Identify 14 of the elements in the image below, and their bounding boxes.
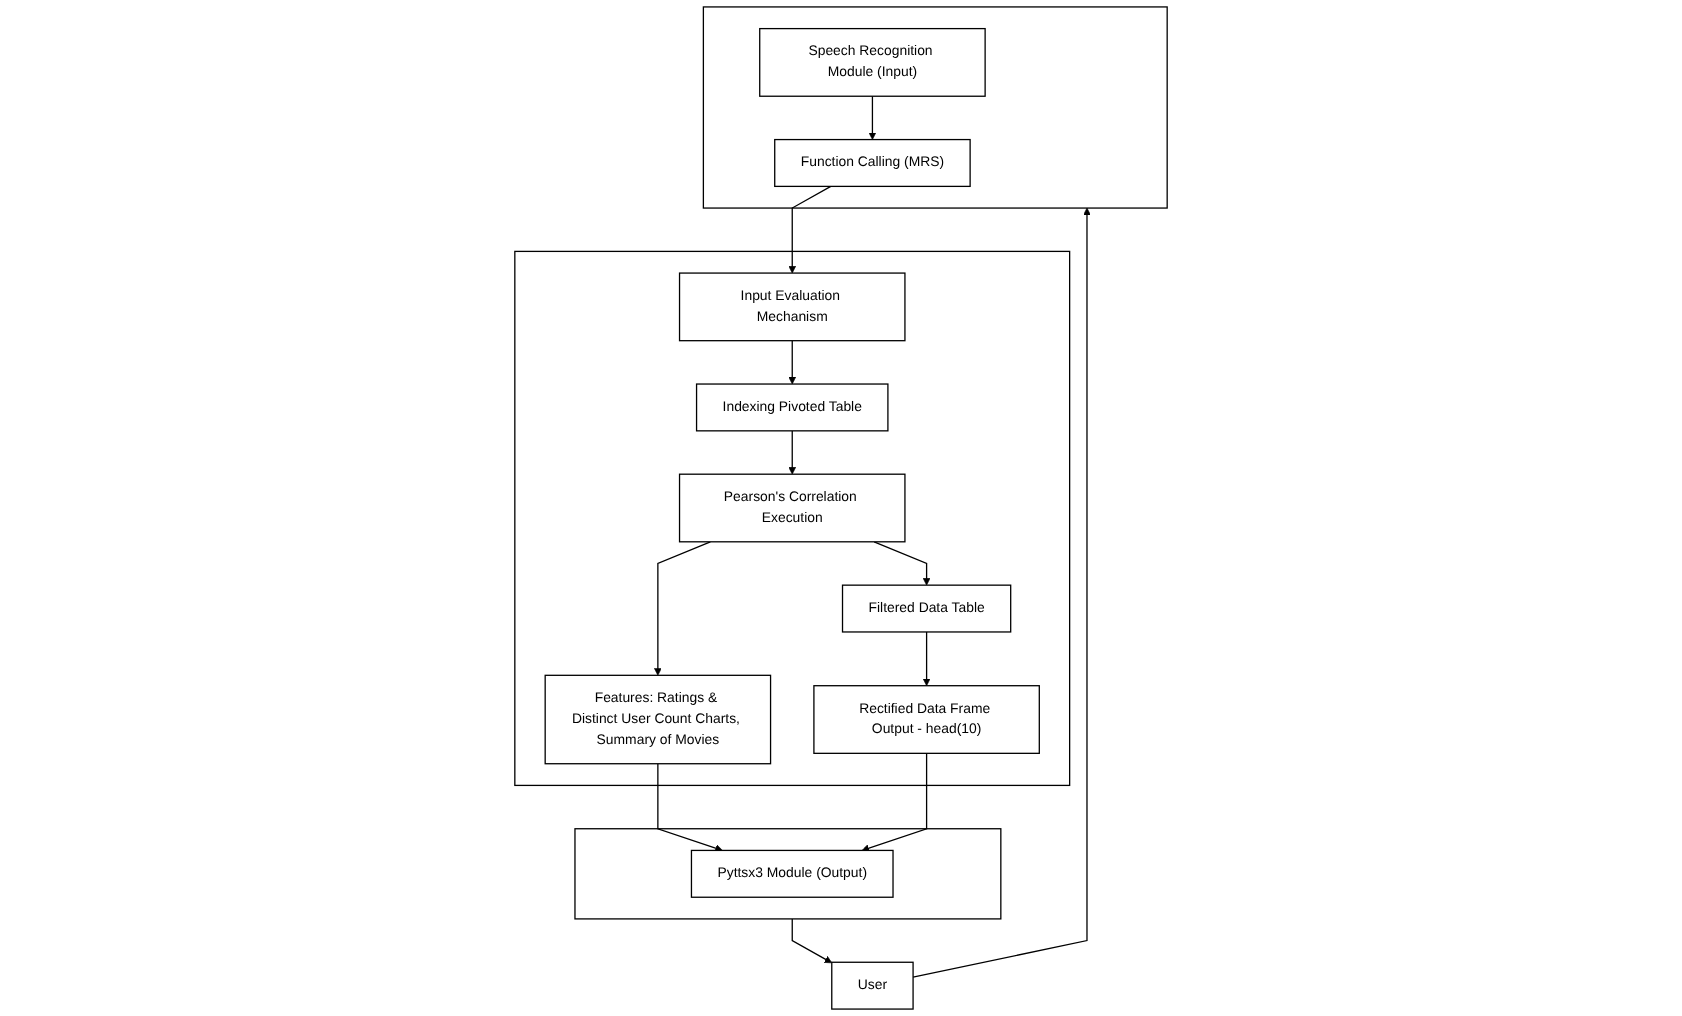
arrow xyxy=(788,185,832,274)
arrow xyxy=(657,763,723,852)
arrow xyxy=(873,541,931,586)
cluster xyxy=(702,6,1168,209)
arrow xyxy=(788,430,797,475)
arrow xyxy=(788,340,797,385)
arrow xyxy=(922,631,931,687)
arrow xyxy=(861,752,928,852)
arrow xyxy=(912,207,1091,978)
arrow xyxy=(791,918,833,964)
arrow xyxy=(654,541,711,676)
cluster xyxy=(514,250,1071,787)
cluster xyxy=(574,828,1002,920)
arrow xyxy=(868,95,877,140)
